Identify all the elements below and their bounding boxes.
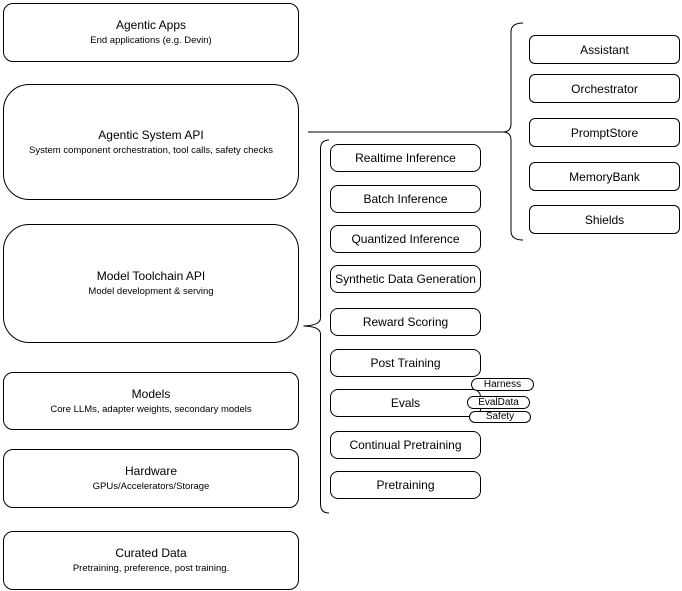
box-orchestrator: Orchestrator	[529, 74, 680, 103]
models-subtitle: Core LLMs, adapter weights, secondary mo…	[50, 403, 252, 415]
agentic-system-api-subtitle: System component orchestration, tool cal…	[29, 144, 273, 156]
agentic-apps-title: Agentic Apps	[115, 18, 187, 32]
tag-safety: Safety	[469, 411, 531, 423]
box-synthetic-data-generation: Synthetic Data Generation	[330, 265, 481, 293]
box-agentic-system-api: Agentic System API System component orch…	[3, 84, 299, 200]
box-post-training: Post Training	[330, 349, 481, 377]
box-shields: Shields	[529, 205, 680, 234]
hardware-title: Hardware	[124, 464, 178, 478]
agentic-system-api-title: Agentic System API	[98, 127, 204, 142]
box-model-toolchain-api: Model Toolchain API Model development & …	[3, 224, 299, 343]
box-hardware: Hardware GPUs/Accelerators/Storage	[3, 449, 299, 508]
box-assistant: Assistant	[529, 35, 680, 64]
components-brace	[503, 22, 524, 241]
box-promptstore: PromptStore	[529, 118, 680, 147]
tag-evaldata: EvalData	[467, 396, 530, 409]
agentic-apps-subtitle: End applications (e.g. Devin)	[90, 35, 212, 46]
models-title: Models	[131, 386, 171, 401]
box-curated-data: Curated Data Pretraining, preference, po…	[3, 531, 299, 590]
box-evals: Evals	[330, 389, 481, 417]
curated-data-subtitle: Pretraining, preference, post training.	[72, 563, 230, 574]
box-quantized-inference: Quantized Inference	[330, 225, 481, 253]
box-realtime-inference: Realtime Inference	[330, 144, 481, 172]
box-models: Models Core LLMs, adapter weights, secon…	[3, 372, 299, 430]
box-batch-inference: Batch Inference	[330, 185, 481, 213]
hardware-subtitle: GPUs/Accelerators/Storage	[92, 481, 210, 492]
box-agentic-apps: Agentic Apps End applications (e.g. Devi…	[3, 3, 299, 62]
model-toolchain-api-title: Model Toolchain API	[96, 269, 206, 283]
box-continual-pretraining: Continual Pretraining	[330, 431, 481, 459]
box-reward-scoring: Reward Scoring	[330, 308, 481, 336]
box-pretraining: Pretraining	[330, 471, 481, 499]
box-memorybank: MemoryBank	[529, 162, 680, 191]
toolchain-brace	[303, 139, 330, 514]
tag-harness: Harness	[471, 378, 534, 391]
model-toolchain-api-subtitle: Model development & serving	[88, 286, 214, 297]
curated-data-title: Curated Data	[115, 546, 187, 560]
